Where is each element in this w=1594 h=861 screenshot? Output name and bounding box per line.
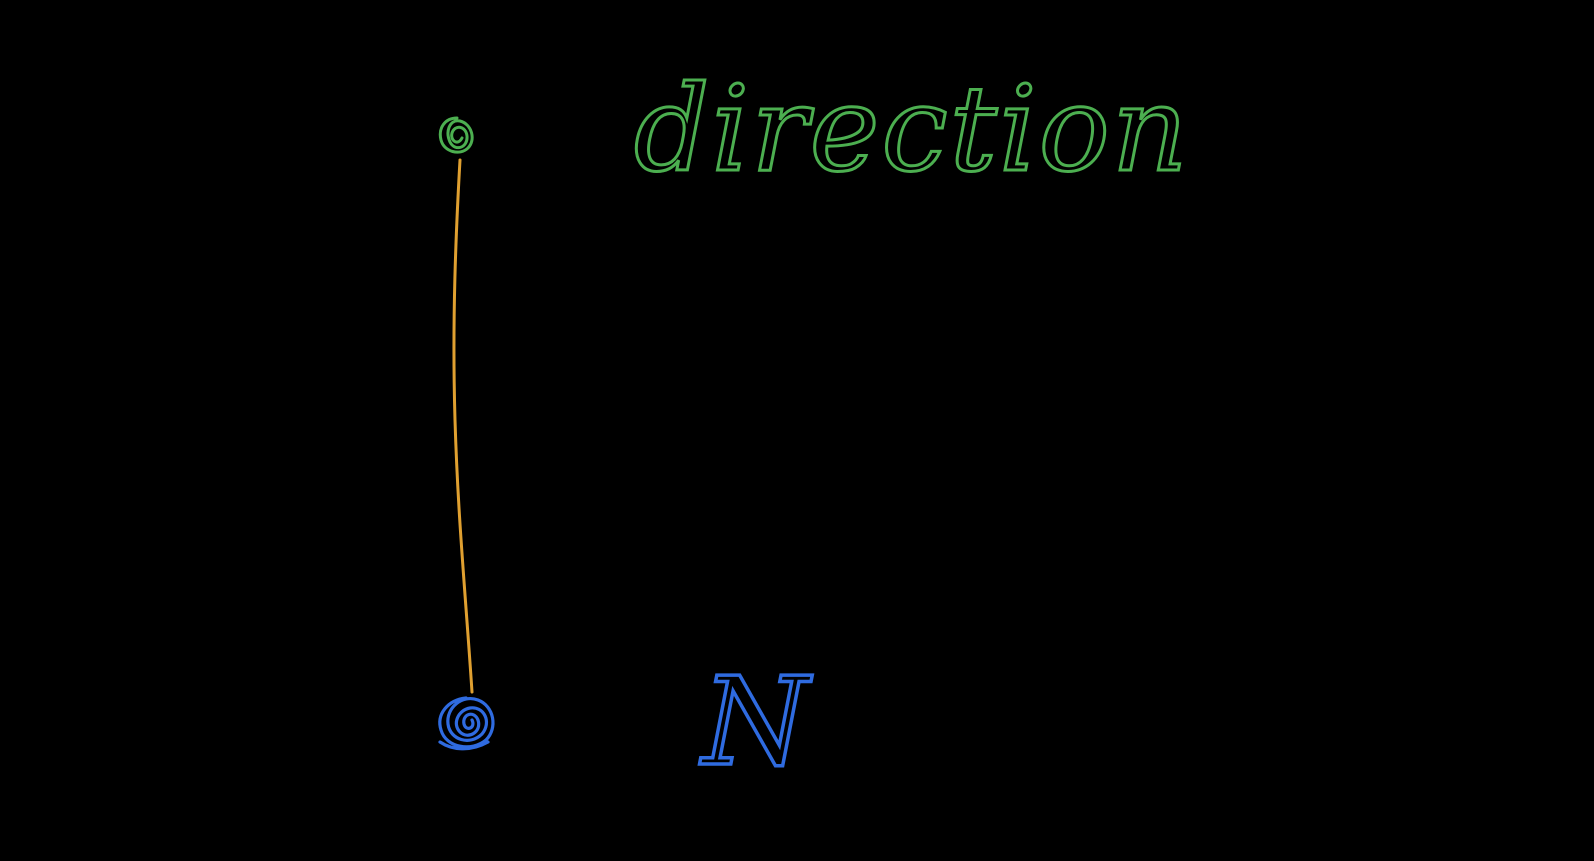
top-label: direction [634,60,1190,198]
bottom-node [438,696,495,751]
bottom-label: N [699,651,813,793]
top-node [438,116,474,154]
connector-line [452,158,474,694]
